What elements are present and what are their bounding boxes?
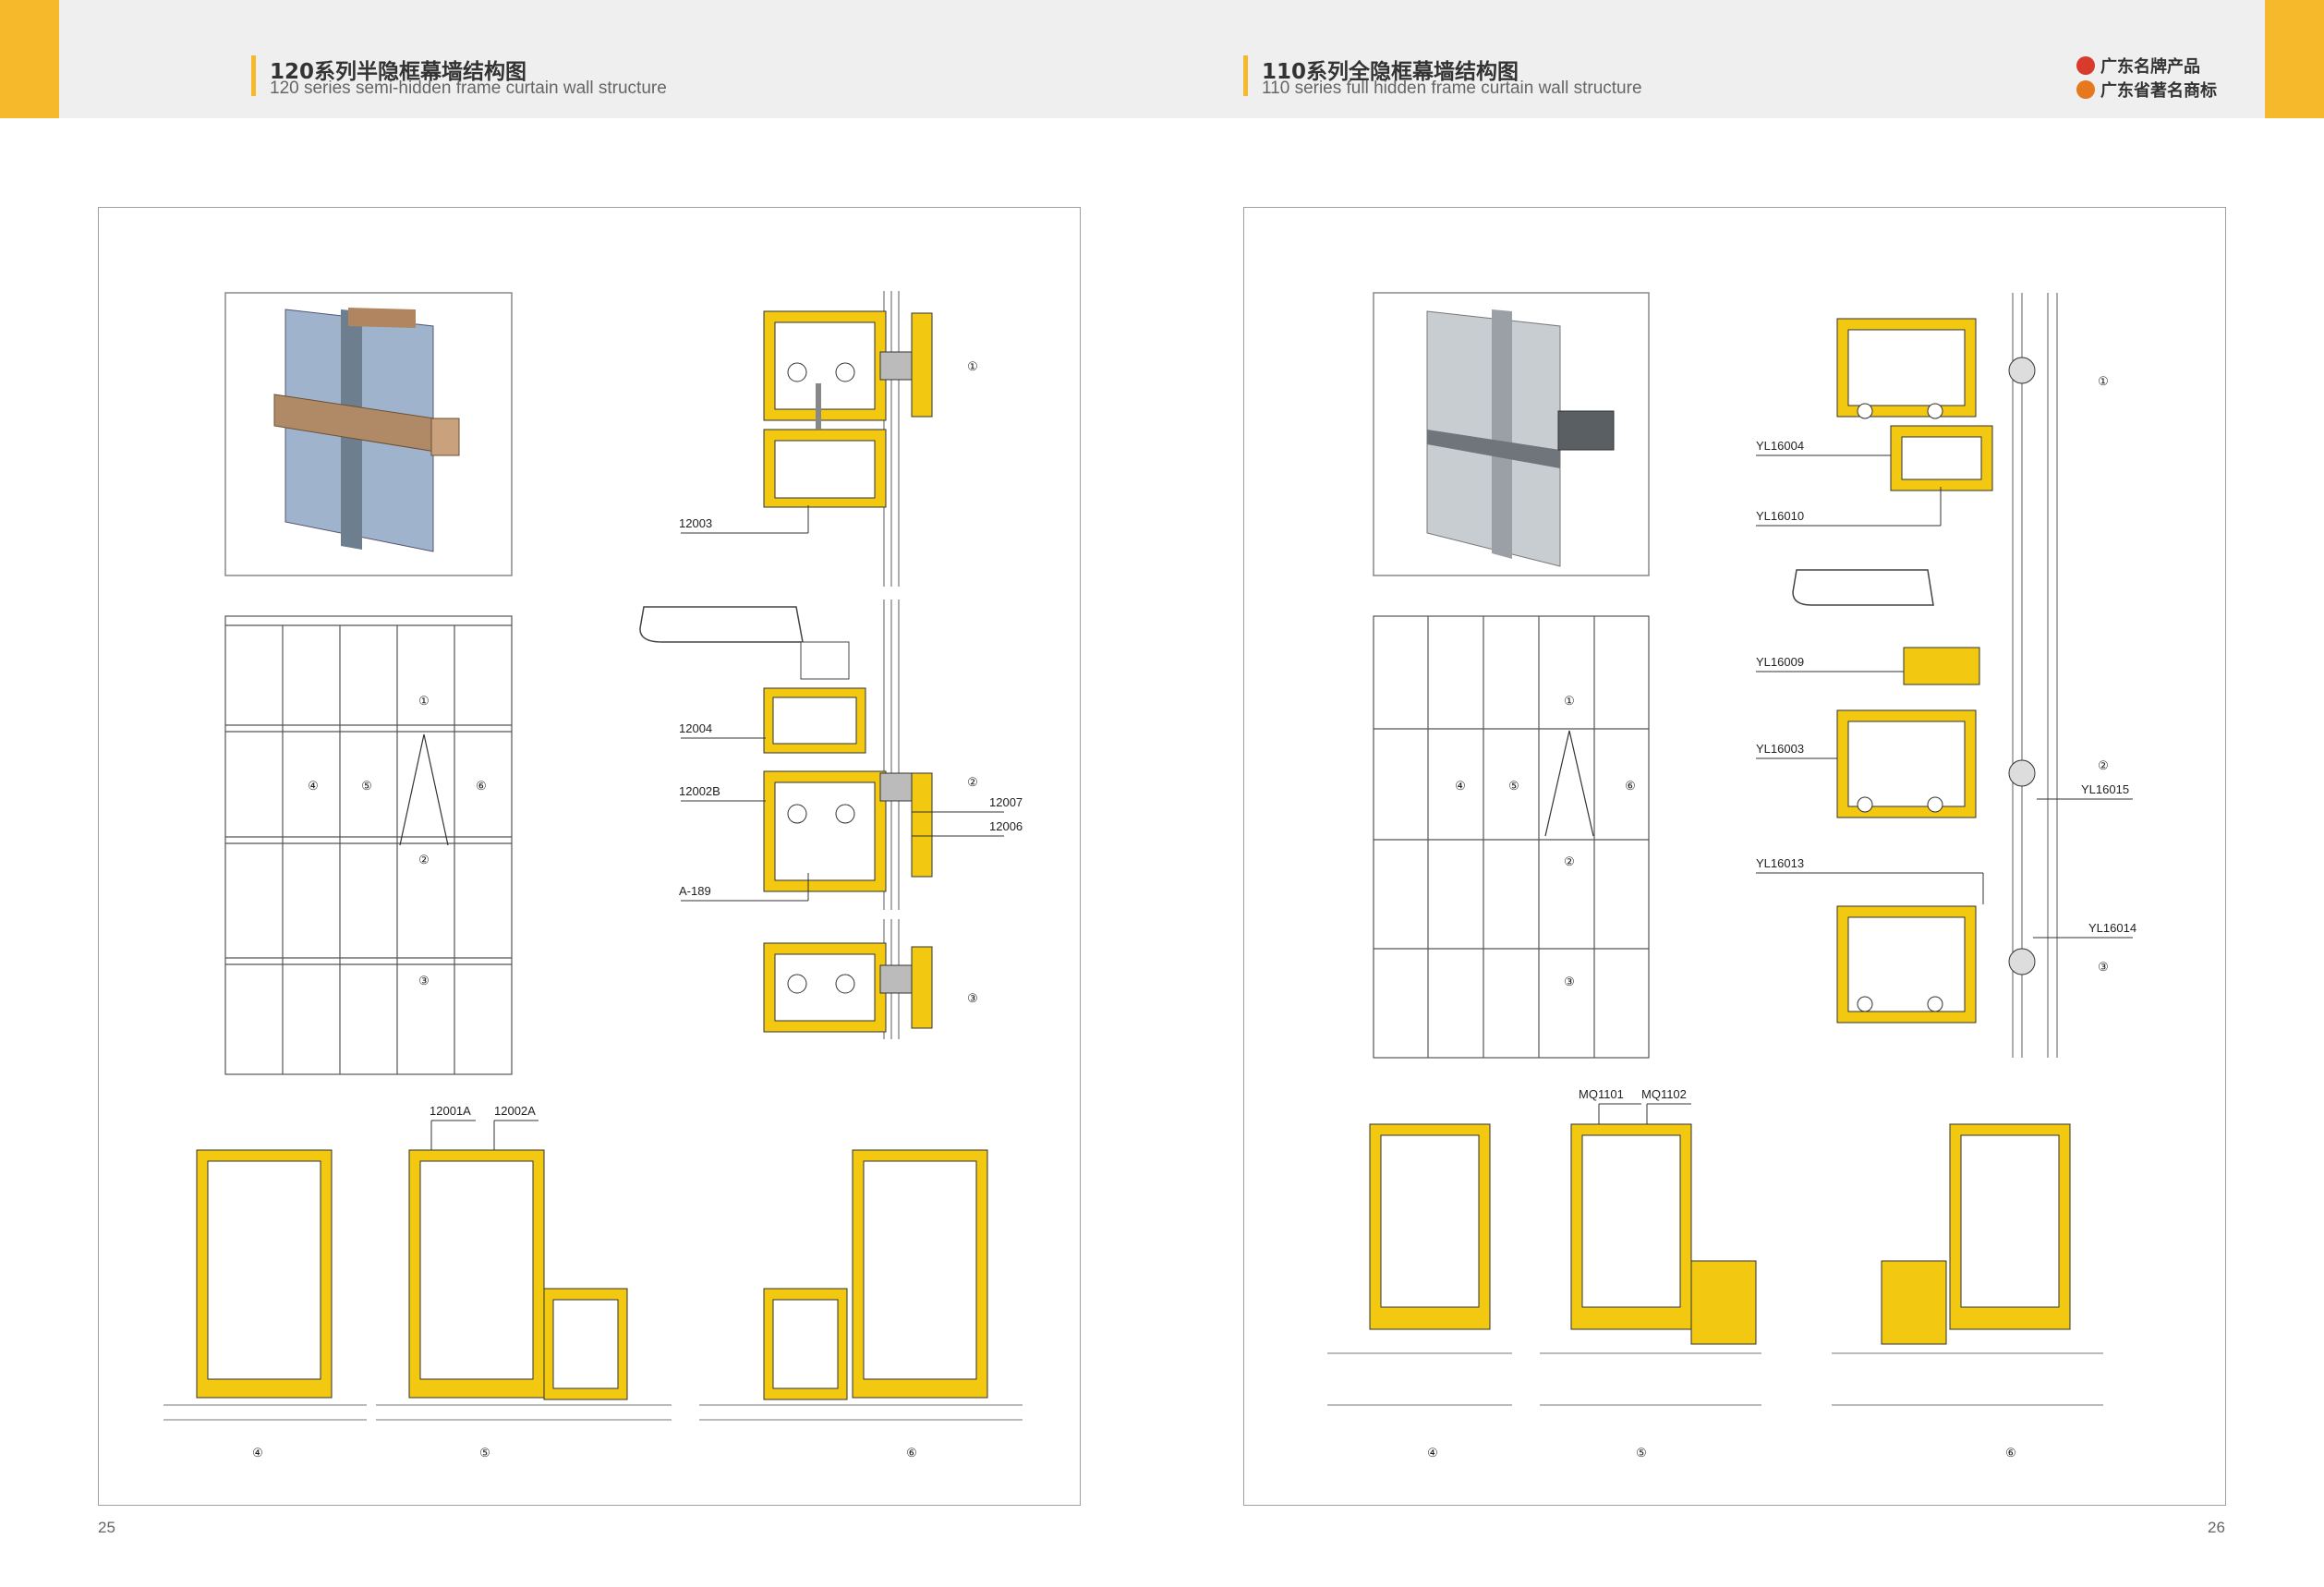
section-marker-1: ① <box>2098 374 2109 388</box>
left-page-title: 120系列半隐框幕墙结构图 <box>270 60 527 84</box>
right-drawing-panel: ① ② ③ ④ ⑤ ⑥ ① ② ③ <box>1243 207 2226 1506</box>
right-drawings: ① ② ③ ④ ⑤ ⑥ ① ② ③ <box>1327 292 2136 1460</box>
plan-detail-6 <box>1832 1123 2103 1406</box>
grid-marker-2: ② <box>418 853 430 866</box>
plan-detail-6 <box>699 1149 1023 1421</box>
part-label-yl16014: YL16014 <box>2088 921 2136 935</box>
section-detail-3 <box>1836 905 2036 1024</box>
full-hidden-3d-render <box>1373 292 1650 576</box>
grid-marker-6: ⑥ <box>1625 779 1636 793</box>
part-label-yl16010: YL16010 <box>1756 509 1804 523</box>
part-label-yl16009: YL16009 <box>1756 655 1804 669</box>
grid-marker-5: ⑤ <box>361 779 372 793</box>
trademark-seal-icon <box>2076 80 2095 99</box>
part-label-12007: 12007 <box>989 795 1023 809</box>
grid-callouts: ① ② ③ ④ ⑤ ⑥ <box>1455 694 1636 988</box>
section-markers: ① ② ③ <box>967 359 978 1005</box>
part-label-mq1102: MQ1102 <box>1641 1087 1687 1101</box>
elevation-grid <box>224 615 513 1075</box>
left-drawing-panel: ① ② ③ ④ ⑤ ⑥ <box>98 207 1081 1506</box>
page-number-left: 25 <box>98 1519 115 1536</box>
grid-marker-3: ③ <box>418 974 430 987</box>
right-page-subtitle: 110 series full hidden frame curtain wal… <box>1262 79 1642 98</box>
plan-detail-4 <box>1327 1123 1512 1406</box>
plan-detail-5 <box>1540 1123 1761 1406</box>
brand-seal-icon <box>2076 56 2095 75</box>
section-marker-1: ① <box>967 359 978 373</box>
grid-marker-1: ① <box>1564 694 1575 708</box>
part-label-mq1101: MQ1101 <box>1579 1087 1624 1101</box>
section-detail-1 <box>1836 318 2036 491</box>
page-number-right: 26 <box>2208 1519 2225 1536</box>
grid-callouts: ① ② ③ ④ ⑤ ⑥ <box>308 694 487 987</box>
section-marker-2: ② <box>2098 758 2109 772</box>
elevation-grid <box>1373 615 1650 1059</box>
section-detail-3 <box>763 942 933 1033</box>
header-bar <box>0 0 2324 118</box>
grid-marker-4: ④ <box>308 779 319 793</box>
part-label-12001a: 12001A <box>430 1104 471 1118</box>
grid-marker-4: ④ <box>1455 779 1466 793</box>
page-tab-left <box>0 0 59 118</box>
part-label-12002b: 12002B <box>679 784 720 798</box>
section-detail-2 <box>1792 569 2036 818</box>
plan-detail-5 <box>376 1149 672 1421</box>
part-label-12006: 12006 <box>989 819 1023 833</box>
plan-markers: ④ ⑤ ⑥ <box>1427 1446 2016 1460</box>
section-detail-1 <box>763 310 933 508</box>
brand-badge-text: 广东名牌产品 <box>2100 57 2200 77</box>
part-label-12004: 12004 <box>679 721 712 735</box>
part-label-group <box>430 505 1004 1150</box>
brand-badge: 广东名牌产品 <box>2076 54 2200 78</box>
section-detail-2 <box>639 606 933 892</box>
title-accent-left <box>251 55 256 96</box>
trademark-badge-text: 广东省著名商标 <box>2100 81 2217 101</box>
grid-marker-2: ② <box>1564 854 1575 868</box>
part-label-yl16013: YL16013 <box>1756 856 1804 870</box>
section-marker-2: ② <box>967 775 978 789</box>
grid-marker-3: ③ <box>1564 975 1575 988</box>
grid-marker-5: ⑤ <box>1508 779 1519 793</box>
plan-markers: ④ ⑤ ⑥ <box>252 1446 917 1460</box>
title-accent-right <box>1243 55 1248 96</box>
plan-marker-5: ⑤ <box>1636 1446 1647 1460</box>
part-label-yl16003: YL16003 <box>1756 742 1804 756</box>
section-marker-3: ③ <box>2098 960 2109 974</box>
plan-marker-6: ⑥ <box>2005 1446 2016 1460</box>
page-tab-right <box>2265 0 2324 118</box>
plan-marker-4: ④ <box>1427 1446 1438 1460</box>
part-label-yl16015: YL16015 <box>2081 782 2129 796</box>
plan-marker-6: ⑥ <box>906 1446 917 1460</box>
plan-marker-5: ⑤ <box>479 1446 490 1460</box>
left-page-subtitle: 120 series semi-hidden frame curtain wal… <box>270 79 667 98</box>
part-label-a189: A-189 <box>679 884 711 898</box>
plan-detail-4 <box>163 1149 367 1421</box>
part-label-12002a: 12002A <box>494 1104 536 1118</box>
section-markers: ① ② ③ <box>2098 374 2109 974</box>
semi-hidden-3d-render <box>224 292 513 576</box>
left-drawings: ① ② ③ ④ ⑤ ⑥ <box>163 291 1023 1460</box>
plan-marker-4: ④ <box>252 1446 263 1460</box>
part-label-group <box>1598 454 2133 1124</box>
trademark-badge: 广东省著名商标 <box>2076 78 2217 102</box>
glass-section-lines <box>2012 293 2058 1058</box>
part-label-yl16004: YL16004 <box>1756 439 1804 453</box>
section-marker-3: ③ <box>967 991 978 1005</box>
grid-marker-1: ① <box>418 694 430 708</box>
part-label-12003: 12003 <box>679 516 712 530</box>
grid-marker-6: ⑥ <box>476 779 487 793</box>
right-page-title: 110系列全隐框幕墙结构图 <box>1262 60 1519 84</box>
